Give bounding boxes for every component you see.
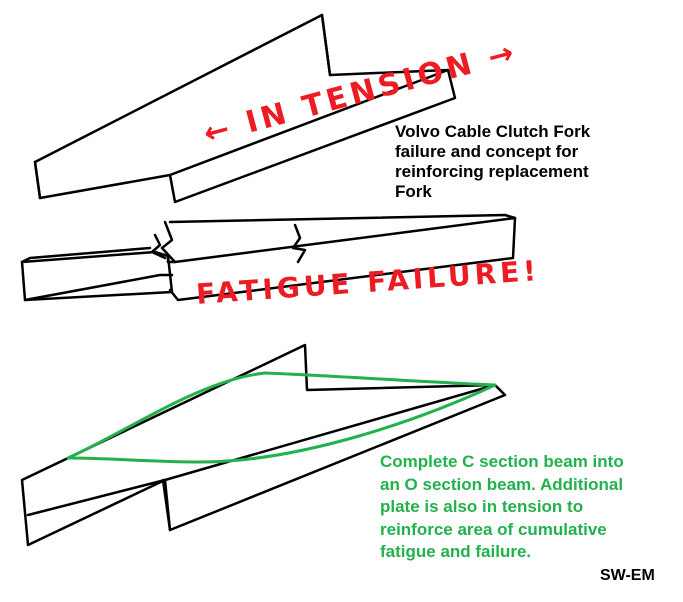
reinforcing-plate-outline (66, 371, 497, 464)
broken-beam (20, 213, 517, 302)
diagram-title: Volvo Cable Clutch Fork failure and conc… (395, 122, 591, 201)
top-c-beam (33, 13, 457, 204)
author-signature: SW-EM (600, 567, 655, 584)
reinforcement-note: Complete C section beam into an O sectio… (380, 452, 624, 561)
bottom-c-beam (20, 343, 507, 547)
